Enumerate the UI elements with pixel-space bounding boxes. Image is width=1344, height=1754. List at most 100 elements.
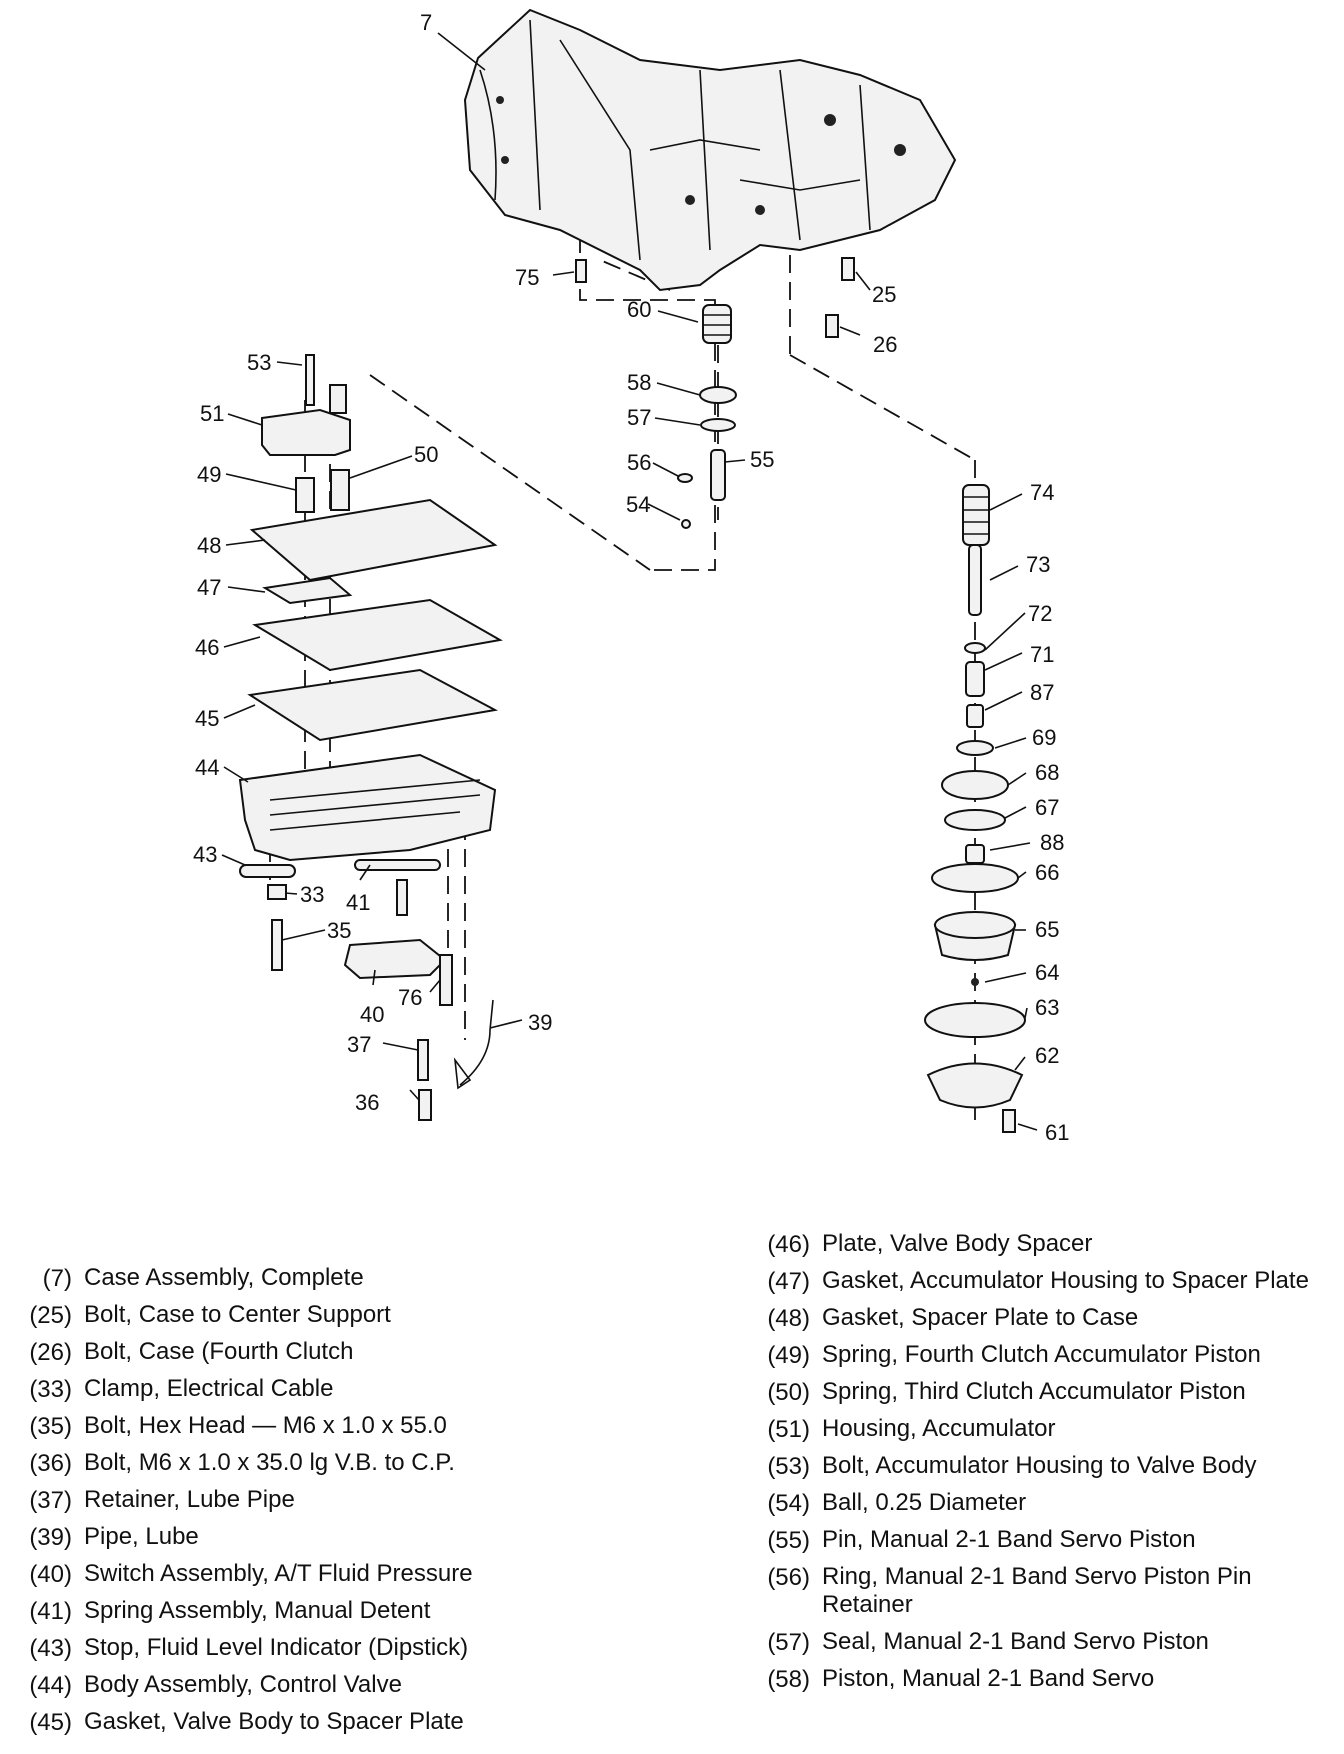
legend-item-number: (51) [767, 1416, 810, 1443]
legend-item-number: (7) [42, 1265, 72, 1292]
legend-item: (37)Retainer, Lube Pipe [8, 1482, 568, 1519]
legend-item-description: Seal, Manual 2-1 Band Servo Piston [822, 1628, 1209, 1655]
legend-item: (26) Bolt, Case (Fourth Clutch [8, 1334, 568, 1371]
callout-45: 45 [195, 706, 219, 731]
legend-item-description: Spring, Third Clutch Accumulator Piston [822, 1378, 1246, 1405]
callout-64: 64 [1035, 960, 1059, 985]
parts-legend-left: (7)Case Assembly, Complete(25)Bolt, Case… [8, 1260, 568, 1741]
legend-item-number: (44) [29, 1672, 72, 1699]
callout-74: 74 [1030, 480, 1054, 505]
legend-item-description: Stop, Fluid Level Indicator (Dipstick) [84, 1634, 469, 1661]
legend-item-number: (47) [767, 1268, 810, 1295]
callout-46: 46 [195, 635, 219, 660]
legend-item-number: (48) [767, 1305, 810, 1332]
callout-75: 75 [515, 265, 539, 290]
exploded-parts-diagram: 7 75 25 26 60 58 57 56 55 54 53 51 49 50… [193, 8, 1069, 1145]
callout-55: 55 [750, 447, 774, 472]
legend-item-description: Gasket, Spacer Plate to Case [822, 1304, 1139, 1331]
callout-69: 69 [1032, 725, 1056, 750]
legend-item-number: (57) [767, 1629, 810, 1656]
legend-item-number: (58) [767, 1666, 810, 1693]
callout-7: 7 [420, 10, 432, 35]
legend-item-description: Retainer, Lube Pipe [84, 1486, 295, 1513]
callout-67: 67 [1035, 795, 1059, 820]
callout-44: 44 [195, 755, 219, 780]
callout-66: 66 [1035, 860, 1059, 885]
callout-88: 88 [1040, 830, 1064, 855]
legend-item: (54) Ball, 0.25 Diameter [746, 1485, 1340, 1522]
callout-39: 39 [528, 1010, 552, 1035]
legend-item-number: (33) [29, 1376, 72, 1403]
legend-item-description: Housing, Accumulator [822, 1415, 1056, 1442]
callout-71: 71 [1030, 642, 1054, 667]
accumulator-stack [924, 484, 1026, 1133]
legend-item: (44) Body Assembly, Control Valve [8, 1667, 568, 1704]
legend-item-number: (46) [767, 1231, 810, 1258]
callout-87: 87 [1030, 680, 1054, 705]
legend-item-number: (50) [767, 1379, 810, 1406]
legend-item-description: Bolt, Case (Fourth Clutch [84, 1338, 354, 1365]
legend-item-number: (40) [29, 1561, 72, 1588]
legend-item-number: (53) [767, 1453, 810, 1480]
valve-body-stack [238, 354, 503, 1121]
legend-item-description: Body Assembly, Control Valve [84, 1671, 402, 1698]
legend-item-number: (41) [29, 1598, 72, 1625]
legend-item: (53) Bolt, Accumulator Housing to Valve B… [746, 1448, 1340, 1485]
legend-item: (39)Pipe, Lube [8, 1519, 568, 1556]
legend-item-number: (26) [29, 1339, 72, 1366]
callout-50: 50 [414, 442, 438, 467]
callout-49: 49 [197, 462, 221, 487]
legend-item-number: (43) [29, 1635, 72, 1662]
legend-item: (40) Switch Assembly, A/T Fluid Pressure [8, 1556, 568, 1593]
band-servo-parts [677, 304, 737, 529]
callout-54: 54 [626, 492, 650, 517]
callout-leader-lines [221, 32, 1038, 1131]
legend-item: (50) Spring, Third Clutch Accumulator Pis… [746, 1374, 1340, 1411]
legend-item-number: (45) [29, 1709, 72, 1736]
callout-35: 35 [327, 918, 351, 943]
legend-item: (41)Spring Assembly, Manual Detent [8, 1593, 568, 1630]
legend-item: (51) Housing, Accumulator [746, 1411, 1340, 1448]
callout-56: 56 [627, 450, 651, 475]
callout-58: 58 [627, 370, 651, 395]
parts-legend-right: (46)Plate, Valve Body Spacer(47)Gasket, … [746, 1226, 1340, 1698]
legend-item-number: (54) [767, 1490, 810, 1517]
legend-item-description: Ball, 0.25 Diameter [822, 1489, 1027, 1516]
legend-item: (46) Plate, Valve Body Spacer [746, 1226, 1340, 1263]
legend-item: (33)Clamp, Electrical Cable [8, 1371, 568, 1408]
legend-item-description: Bolt, Hex Head — M6 x 1.0 x 55.0 [84, 1412, 447, 1439]
callout-33: 33 [300, 882, 324, 907]
callout-40: 40 [360, 1002, 384, 1027]
legend-item: (47)Gasket, Accumulator Housing to Space… [746, 1263, 1340, 1300]
callout-43: 43 [193, 842, 217, 867]
legend-item-description: Plate, Valve Body Spacer [822, 1230, 1093, 1257]
legend-item-number: (36) [29, 1450, 72, 1477]
legend-item-description: Bolt, M6 x 1.0 x 35.0 lg V.B. to C.P. [84, 1449, 455, 1476]
callout-37: 37 [347, 1032, 371, 1057]
legend-item: (49)Spring, Fourth Clutch Accumulator Pi… [746, 1337, 1340, 1374]
callout-62: 62 [1035, 1043, 1059, 1068]
callout-60: 60 [627, 297, 651, 322]
legend-item-description: Piston, Manual 2-1 Band Servo [822, 1665, 1155, 1692]
callout-61: 61 [1045, 1120, 1069, 1145]
callout-68: 68 [1035, 760, 1059, 785]
legend-item-description: Bolt, Accumulator Housing to Valve Body [822, 1452, 1257, 1479]
callout-73: 73 [1026, 552, 1050, 577]
legend-item: (36) Bolt, M6 x 1.0 x 35.0 lg V.B. to C.P… [8, 1445, 568, 1482]
legend-item: (43) Stop, Fluid Level Indicator (Dipstic… [8, 1630, 568, 1667]
legend-item: (25)Bolt, Case to Center Support [8, 1297, 568, 1334]
legend-item: (45)Gasket, Valve Body to Spacer Plate [8, 1704, 568, 1741]
legend-item-number: (35) [29, 1413, 72, 1440]
legend-item-description: Ring, Manual 2-1 Band Servo Piston Pin R… [822, 1563, 1252, 1618]
callout-72: 72 [1028, 601, 1052, 626]
legend-item-number: (25) [29, 1302, 72, 1329]
legend-item: (48) Gasket, Spacer Plate to Case [746, 1300, 1340, 1337]
callout-57: 57 [627, 405, 651, 430]
callout-25: 25 [872, 282, 896, 307]
legend-item-description: Spring, Fourth Clutch Accumulator Piston [822, 1341, 1261, 1368]
legend-item-description: Switch Assembly, A/T Fluid Pressure [84, 1560, 473, 1587]
callout-63: 63 [1035, 995, 1059, 1020]
legend-item: (58) Piston, Manual 2-1 Band Servo [746, 1661, 1340, 1698]
legend-item-description: Pin, Manual 2-1 Band Servo Piston [822, 1526, 1196, 1553]
legend-item: (35) Bolt, Hex Head — M6 x 1.0 x 55.0 [8, 1408, 568, 1445]
